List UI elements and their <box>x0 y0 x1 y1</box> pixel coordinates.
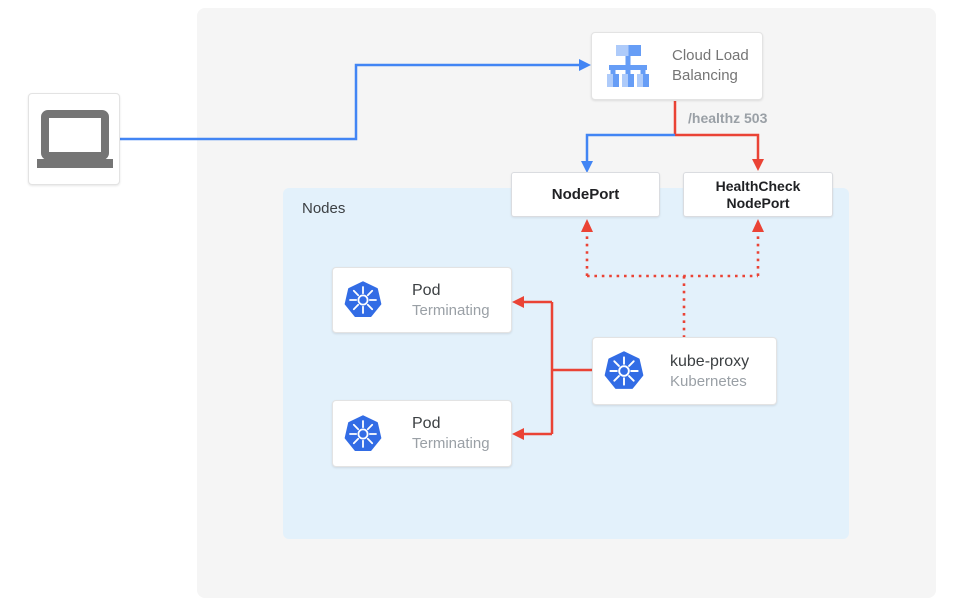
pod1-title: Pod <box>412 281 441 299</box>
pod2-text: Pod Terminating <box>412 413 490 454</box>
cloud-load-balancing-label: Cloud Load Balancing <box>672 46 749 86</box>
cloud-load-balancing-card: Cloud Load Balancing <box>591 32 763 100</box>
healthcheck-nodeport-box: HealthCheck NodePort <box>683 172 833 217</box>
nodeport-label: NodePort <box>551 186 620 203</box>
cloud-load-balancing-icon <box>607 45 649 87</box>
pod-terminating-card-2: Pod Terminating <box>332 400 512 467</box>
pod1-text: Pod Terminating <box>412 280 490 321</box>
hc-nodeport-label-line1: HealthCheck <box>715 177 801 194</box>
clb-label-line2: Balancing <box>672 67 738 84</box>
kube-proxy-card: kube-proxy Kubernetes <box>592 337 777 405</box>
kube-proxy-title: kube-proxy <box>670 352 750 370</box>
pod1-status: Terminating <box>412 301 490 319</box>
kube-proxy-subtitle: Kubernetes <box>670 372 747 390</box>
kubernetes-icon <box>344 414 382 451</box>
nodeport-box: NodePort <box>511 172 660 217</box>
kubernetes-icon <box>344 281 382 317</box>
nodes-label: Nodes <box>302 200 346 217</box>
pod-terminating-card-1: Pod Terminating <box>332 267 512 333</box>
clb-label-line1: Cloud Load <box>672 47 749 64</box>
hc-nodeport-label-line2: NodePort <box>726 194 790 211</box>
client-laptop-card <box>28 93 120 185</box>
kube-proxy-text: kube-proxy Kubernetes <box>670 351 749 392</box>
healthz-503-label: /healthz 503 <box>688 110 768 126</box>
pod2-status: Terminating <box>412 435 490 452</box>
pod2-title: Pod <box>412 415 441 432</box>
laptop-icon <box>37 110 113 168</box>
kubernetes-icon <box>604 351 644 389</box>
